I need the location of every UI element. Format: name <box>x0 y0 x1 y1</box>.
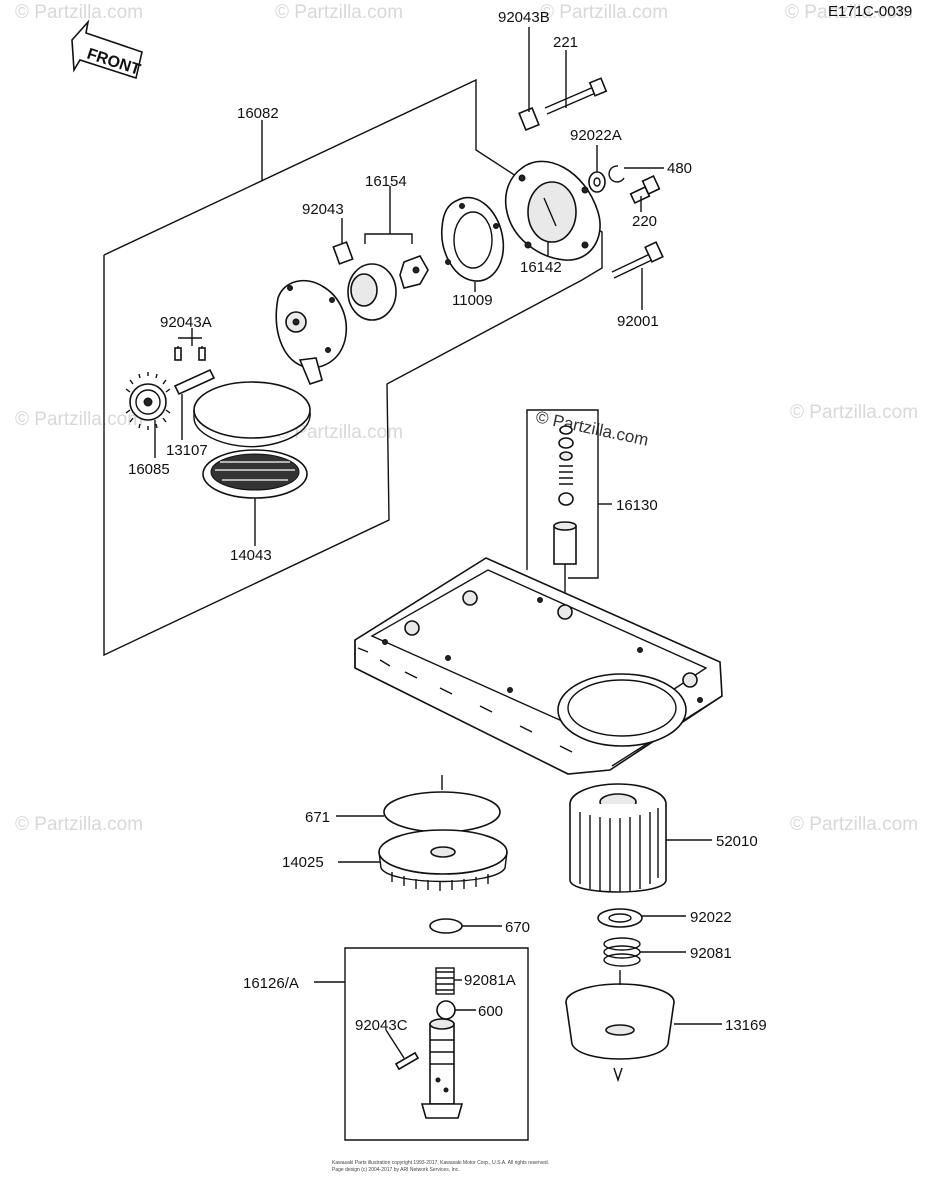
diagram-code: E171C-0039 <box>828 3 912 20</box>
label-92043A: 92043A <box>160 314 212 331</box>
relief-valve-box <box>526 409 599 579</box>
label-92043C: 92043C <box>355 1017 408 1034</box>
label-16154: 16154 <box>365 173 407 190</box>
part-13169-filter-bowl <box>565 970 675 1083</box>
copyright-line-2: Page design (c) 2004-2017 by ARI Network… <box>332 1167 460 1173</box>
label-221: 221 <box>553 34 578 51</box>
part-strainer-housing <box>193 381 311 448</box>
label-16130: 16130 <box>616 497 658 514</box>
part-92022A-washer <box>588 171 606 193</box>
label-11009: 11009 <box>452 292 493 309</box>
part-220-bolt <box>629 175 661 204</box>
part-16085-sprocket <box>125 372 171 430</box>
inline-watermark: © Partzilla.com <box>534 407 650 449</box>
watermark-text: © Partzilla.com <box>15 814 143 835</box>
part-13107-shaft <box>173 368 216 396</box>
part-oil-pan <box>354 557 723 775</box>
label-671: 671 <box>305 809 330 826</box>
label-670: 670 <box>505 919 530 936</box>
watermark-layer: © Partzilla.com © Partzilla.com © Partzi… <box>15 2 918 835</box>
part-16154-rotors <box>347 255 429 321</box>
label-16085: 16085 <box>128 461 170 478</box>
front-arrow: FRONT <box>71 19 143 80</box>
part-600-ball <box>436 1000 456 1020</box>
watermark-text: © Partzilla.com <box>275 422 403 443</box>
watermark-text: © Partzilla.com <box>15 409 143 430</box>
label-13107: 13107 <box>166 442 208 459</box>
part-92043-pin <box>332 241 354 265</box>
part-pump-body <box>275 279 347 385</box>
part-92022-washer <box>597 908 643 928</box>
watermark-text: © Partzilla.com <box>15 2 143 23</box>
label-92043B: 92043B <box>498 9 550 26</box>
part-16142-cover <box>504 160 601 261</box>
part-14043-screen <box>202 449 308 499</box>
part-221-bolt <box>544 77 608 115</box>
part-670-oring <box>429 918 463 934</box>
label-16142: 16142 <box>520 259 562 276</box>
label-92043: 92043 <box>302 201 344 218</box>
label-16082: 16082 <box>237 105 279 122</box>
label-480: 480 <box>667 160 692 177</box>
part-labels: 16082 92043B 221 92022A 480 220 92043 16… <box>128 9 767 1034</box>
label-14025: 14025 <box>282 854 324 871</box>
part-92043C-pin <box>394 1051 420 1071</box>
part-92043A-pins <box>174 346 206 361</box>
label-220: 220 <box>632 213 657 230</box>
part-480-circlip <box>608 165 625 183</box>
part-16126A-valve-body <box>420 1018 464 1119</box>
label-52010: 52010 <box>716 833 758 850</box>
leader-lines <box>154 27 722 1059</box>
watermark-text: © Partzilla.com <box>540 2 668 23</box>
part-11009-gasket <box>441 196 505 282</box>
part-92081A-spring <box>435 967 455 995</box>
assembly-outline <box>103 78 603 657</box>
part-14025-filter-cover <box>378 829 508 891</box>
part-92081-spring <box>603 937 641 967</box>
part-92001-bolt <box>611 241 664 279</box>
label-92081A: 92081A <box>464 972 516 989</box>
watermark-text: © Partzilla.com <box>790 402 918 423</box>
label-13169: 13169 <box>725 1017 767 1034</box>
label-92001: 92001 <box>617 313 659 330</box>
label-600: 600 <box>478 1003 503 1020</box>
watermark-text: © Partzilla.com <box>785 2 913 23</box>
label-92022: 92022 <box>690 909 732 926</box>
part-52010-oil-filter <box>569 783 667 893</box>
label-14043: 14043 <box>230 547 272 564</box>
part-92043B-pin <box>518 106 540 132</box>
label-92081: 92081 <box>690 945 732 962</box>
watermark-text: © Partzilla.com <box>275 2 403 23</box>
copyright-line: Kawasaki Parts illustration copyright 19… <box>332 1160 549 1166</box>
label-16126A: 16126/A <box>243 975 299 992</box>
watermark-text: © Partzilla.com <box>790 814 918 835</box>
bypass-valve-box <box>344 947 529 1141</box>
part-16130-relief-valve <box>553 425 577 602</box>
label-92022A: 92022A <box>570 127 622 144</box>
